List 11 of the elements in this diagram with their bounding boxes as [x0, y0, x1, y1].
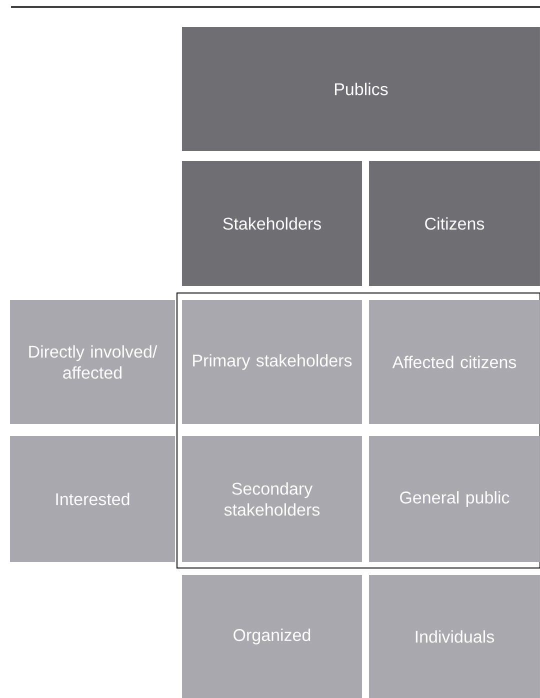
category-box: Primary stakeholders: [182, 300, 362, 424]
category-box: General public: [369, 436, 540, 562]
category-box: Affected citizens: [369, 300, 540, 424]
category-box: Interested: [10, 436, 175, 562]
category-box: Stakeholders: [182, 161, 362, 286]
category-box: Directly involved/ affected: [10, 300, 175, 424]
category-box: Secondary stakeholders: [182, 436, 362, 562]
category-box: Citizens: [369, 161, 540, 286]
category-box: Publics: [182, 27, 540, 151]
category-box: Organized: [182, 575, 362, 698]
category-box: Individuals: [369, 575, 540, 698]
